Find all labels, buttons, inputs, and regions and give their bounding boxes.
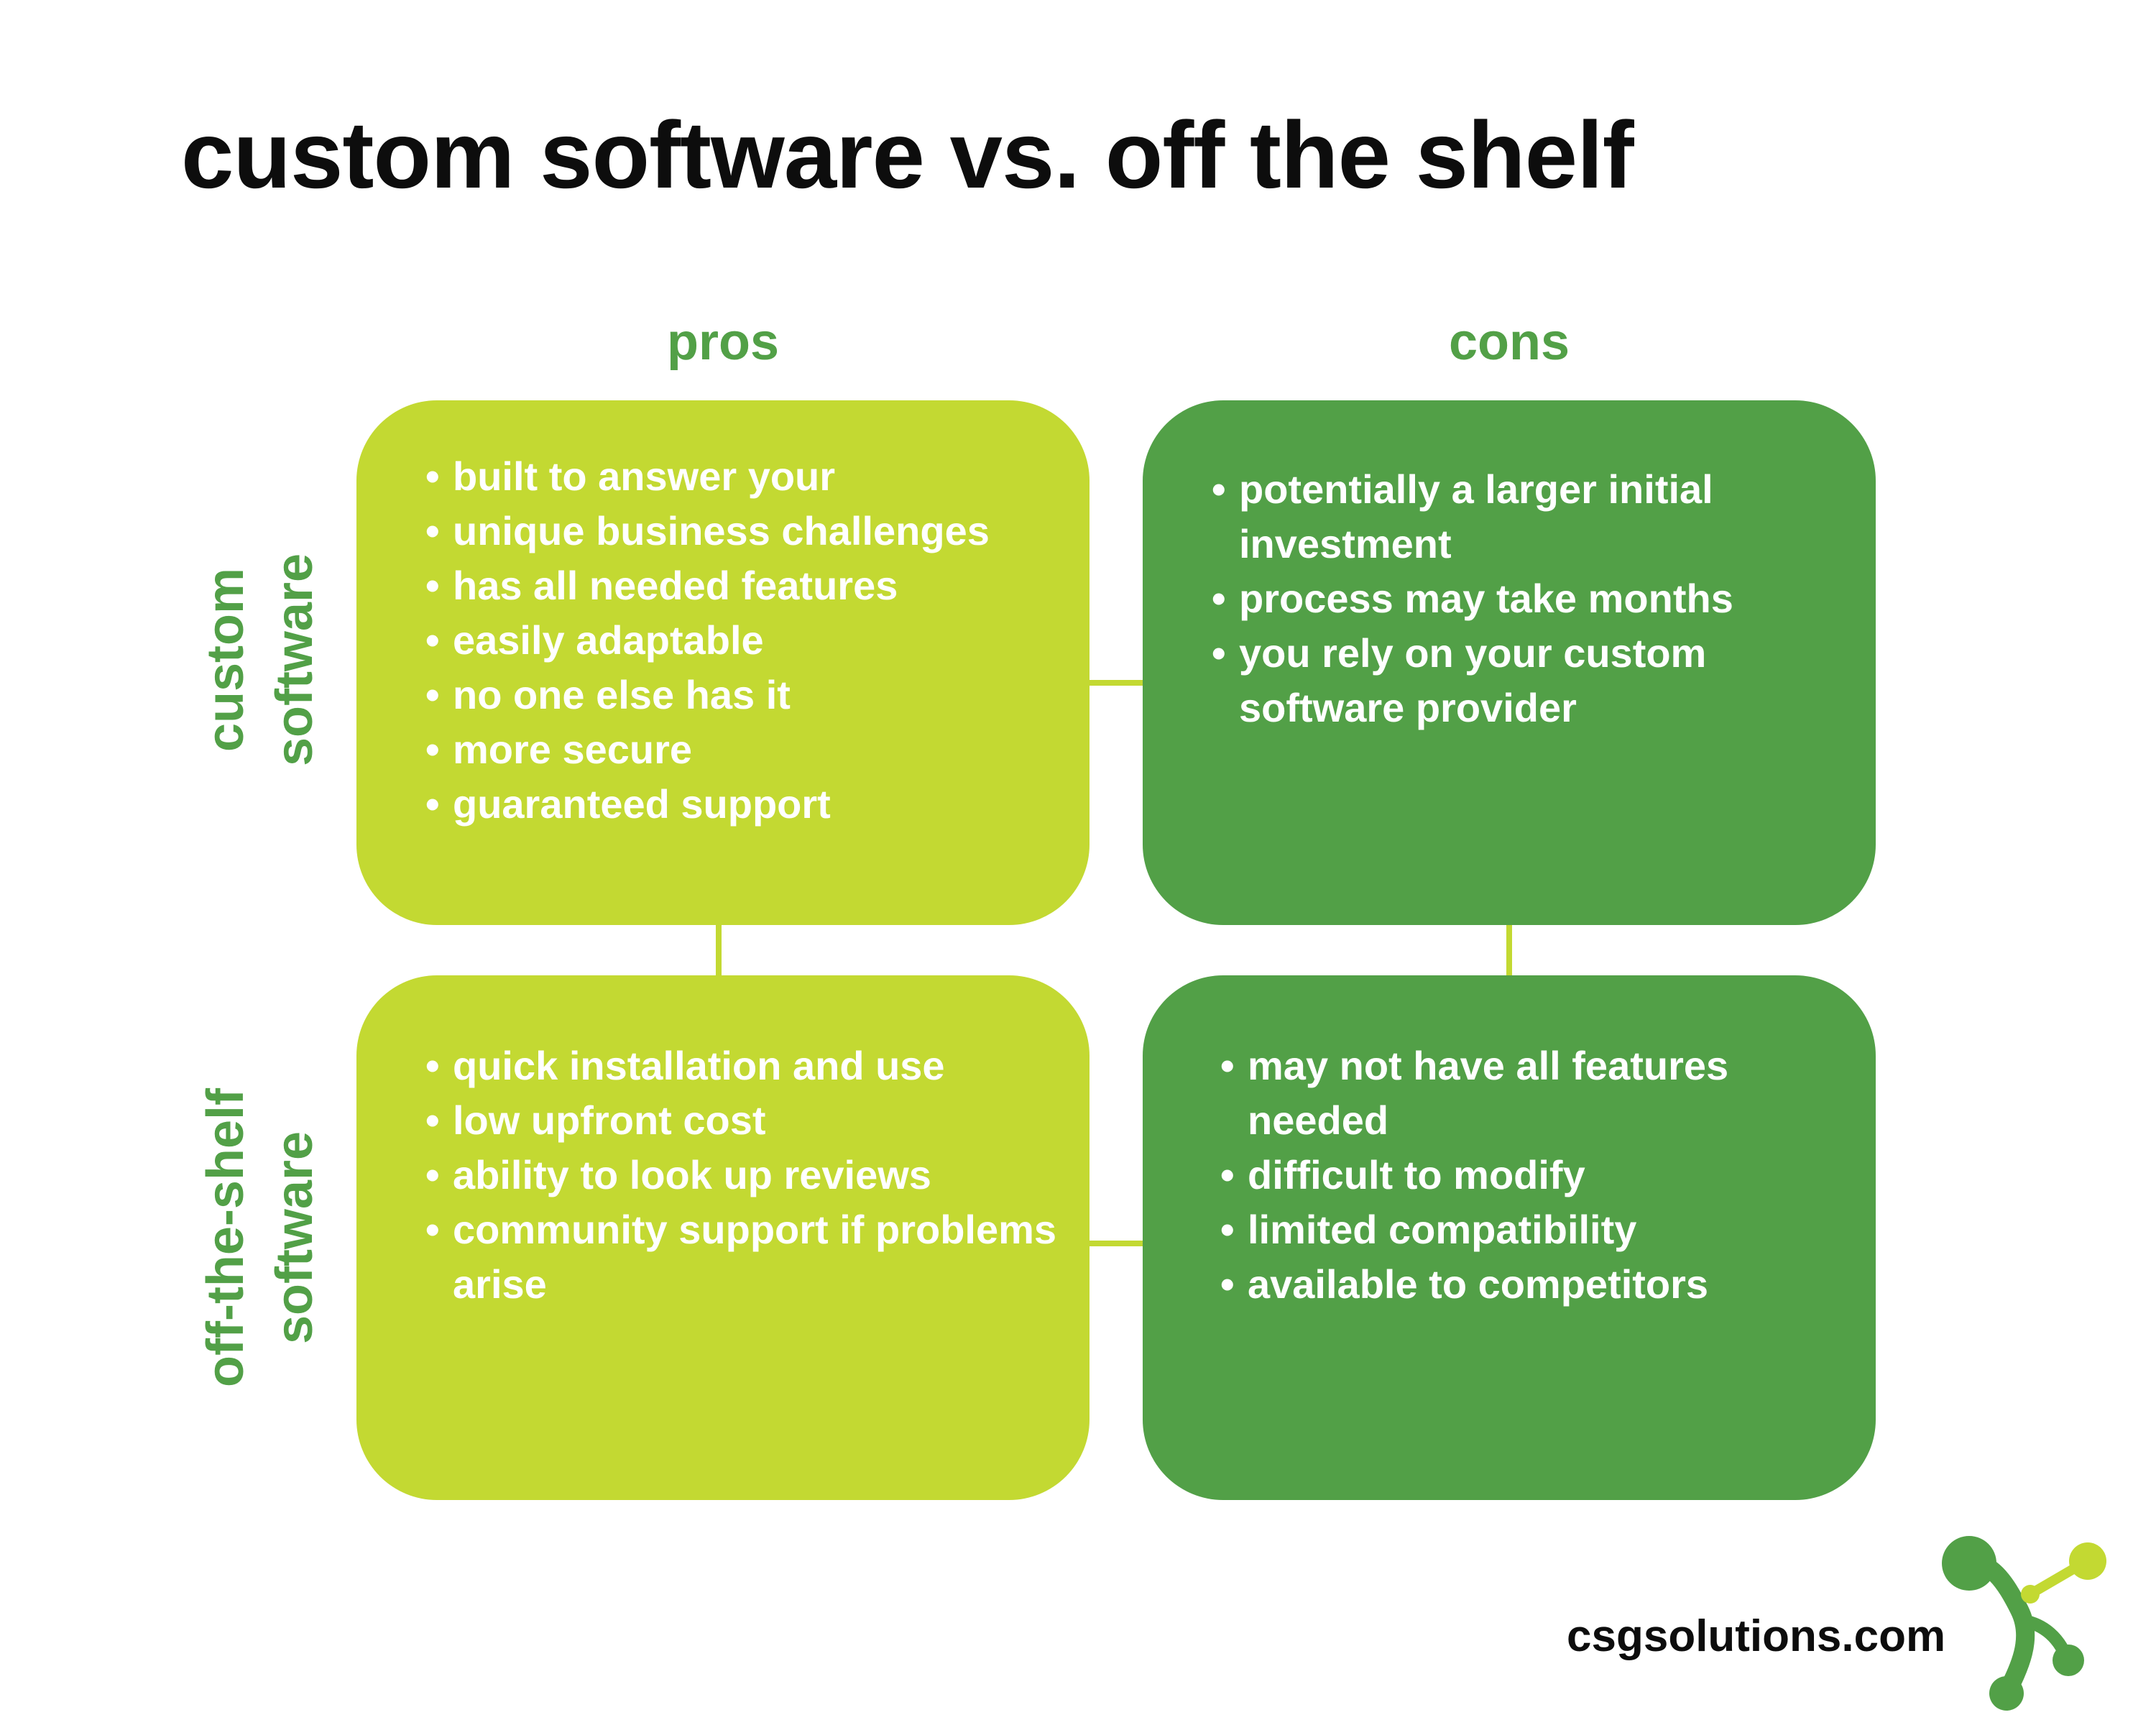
list-item-text: difficult to modify [1248, 1152, 1585, 1197]
row-label-line: custom [197, 567, 254, 753]
list-item-text: no one else has it [453, 672, 791, 717]
custom-software-cons-list: • potentially a larger initial investment… [1212, 462, 1844, 735]
bullet-icon: • [425, 1152, 440, 1197]
custom-software-pros-box: • built to answer your • unique business ch… [356, 400, 1089, 925]
custom-software-pros-list: • built to answer your • unique business ch… [425, 449, 1058, 832]
list-item: • ability to look up reviews [425, 1148, 1058, 1202]
bullet-icon: • [1212, 576, 1226, 621]
bullet-icon: • [425, 727, 440, 772]
list-item-text: low upfront cost [453, 1098, 766, 1143]
list-item: • guaranteed support [425, 777, 1058, 832]
logo-light-stroke [2029, 1562, 2082, 1597]
logo-dark-node-top [1942, 1536, 1996, 1591]
connector-line [1089, 680, 1143, 686]
list-item: • may not have all features needed [1220, 1039, 1846, 1148]
list-item-text: has all needed features [453, 563, 898, 608]
list-item: • no one else has it [425, 668, 1058, 722]
list-item: • limited compatibility [1220, 1202, 1846, 1257]
logo-dark-node-right [2053, 1644, 2084, 1676]
list-item: • low upfront cost [425, 1093, 1058, 1148]
row-label-line: software [266, 1131, 323, 1345]
off-the-shelf-cons-box: • may not have all features needed • diffic… [1143, 975, 1876, 1500]
list-item-text: potentially a larger initial investment [1239, 466, 1713, 566]
list-item-text: more secure [453, 727, 693, 772]
list-item: • has all needed features [425, 558, 1058, 613]
row-label-line: off-the-shelf [197, 1088, 254, 1387]
bullet-icon: • [1212, 630, 1226, 676]
connector-line [1506, 925, 1512, 975]
column-header-cons: cons [1448, 313, 1570, 371]
list-item: • available to competitors [1220, 1257, 1846, 1312]
off-the-shelf-pros-list: • quick installation and use • low upfront … [425, 1039, 1058, 1312]
bullet-icon: • [1220, 1152, 1235, 1197]
list-item: • potentially a larger initial investment [1212, 462, 1844, 571]
row-label-off-the-shelf-software: off-the-shelf software [191, 972, 332, 1504]
bullet-icon: • [425, 1207, 440, 1252]
logo-light-node-big [2069, 1542, 2106, 1580]
list-item-text: limited compatibility [1248, 1207, 1637, 1252]
list-item-text: unique business challenges [453, 508, 990, 553]
bullet-icon: • [425, 454, 440, 499]
bullet-icon: • [425, 781, 440, 827]
bullet-icon: • [425, 1043, 440, 1088]
list-item-text: community support if problems arise [453, 1207, 1057, 1307]
list-item: • unique business challenges [425, 504, 1058, 558]
bullet-icon: • [425, 563, 440, 608]
bullet-icon: • [1220, 1261, 1235, 1307]
bullet-icon: • [425, 1098, 440, 1143]
list-item: • process may take months [1212, 571, 1844, 626]
bullet-icon: • [1220, 1207, 1235, 1252]
custom-software-cons-box: • potentially a larger initial investment… [1143, 400, 1876, 925]
connector-line [716, 925, 722, 975]
bullet-icon: • [1212, 466, 1226, 512]
list-item: • easily adaptable [425, 613, 1058, 668]
list-item-text: built to answer your [453, 454, 836, 499]
logo-light-node-small [2021, 1585, 2040, 1604]
list-item: • community support if problems arise [425, 1202, 1058, 1312]
logo-dark-node-bottom [1989, 1676, 2024, 1711]
list-item-text: guaranteed support [453, 781, 831, 827]
bullet-icon: • [425, 617, 440, 663]
list-item-text: you rely on your custom software provide… [1239, 630, 1707, 730]
off-the-shelf-cons-list: • may not have all features needed • diffic… [1220, 1039, 1846, 1312]
page-title: custom software vs. off the shelf [181, 102, 1634, 208]
bullet-icon: • [1220, 1043, 1235, 1088]
list-item-text: easily adaptable [453, 617, 764, 663]
csg-molecule-logo-icon [1942, 1536, 2106, 1711]
list-item: • you rely on your custom software provid… [1212, 626, 1844, 735]
list-item-text: process may take months [1239, 576, 1733, 621]
connector-line [1089, 1241, 1143, 1246]
list-item: • more secure [425, 722, 1058, 777]
bullet-icon: • [425, 508, 440, 553]
list-item: • quick installation and use [425, 1039, 1058, 1093]
list-item-text: ability to look up reviews [453, 1152, 931, 1197]
off-the-shelf-pros-box: • quick installation and use • low upfront … [356, 975, 1089, 1500]
bullet-icon: • [425, 672, 440, 717]
list-item-text: may not have all features needed [1248, 1043, 1729, 1143]
list-item: • difficult to modify [1220, 1148, 1846, 1202]
list-item: • built to answer your [425, 449, 1058, 504]
row-label-custom-software: custom software [191, 394, 332, 926]
column-header-pros: pros [666, 313, 780, 371]
row-label-line: software [266, 553, 323, 767]
website-url: csgsolutions.com [1567, 1611, 1946, 1661]
list-item-text: available to competitors [1248, 1261, 1709, 1307]
list-item-text: quick installation and use [453, 1043, 945, 1088]
